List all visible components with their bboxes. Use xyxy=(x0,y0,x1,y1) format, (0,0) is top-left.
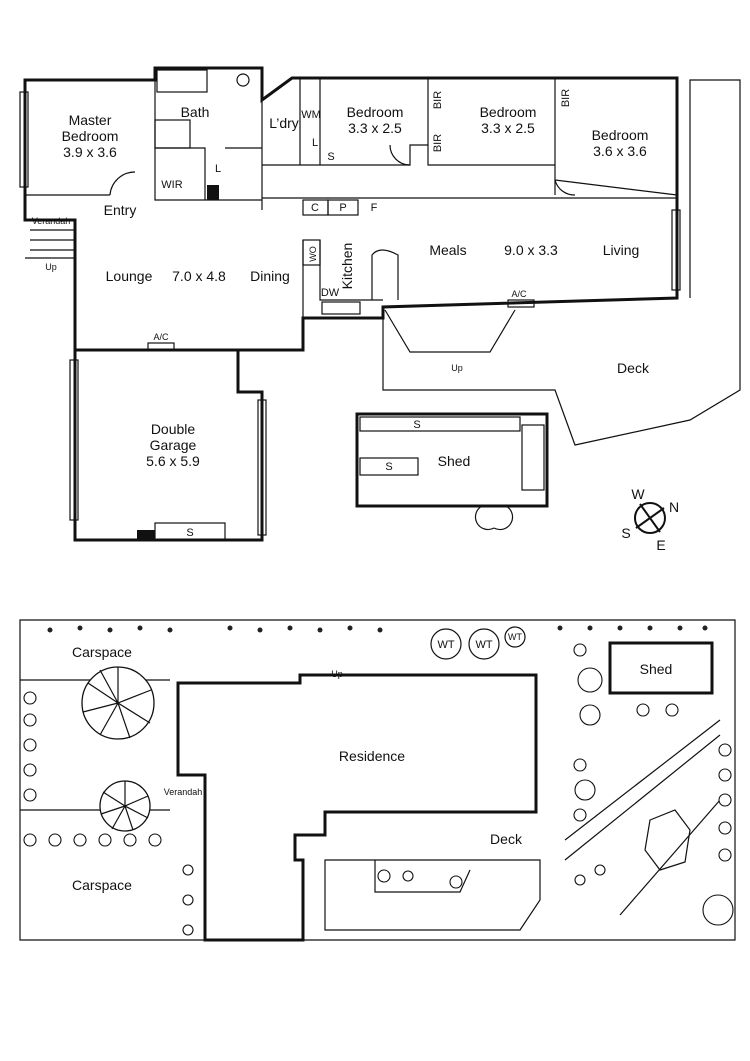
wt-label-3: WT xyxy=(508,632,522,642)
carspace-top-label: Carspace xyxy=(72,644,132,660)
compass-n: N xyxy=(669,499,679,515)
verandah-up-label: Up xyxy=(45,262,57,272)
compass-e: E xyxy=(656,537,665,553)
deck-label: Deck xyxy=(617,360,650,376)
bath-label: Bath xyxy=(181,104,210,120)
deck-steps xyxy=(384,309,516,353)
garden-path-2 xyxy=(619,799,721,916)
house-outline xyxy=(23,66,679,542)
lounge-size: 7.0 x 4.8 xyxy=(172,268,226,284)
dining-label: Dining xyxy=(250,268,290,284)
gazebo xyxy=(644,809,691,871)
ac-unit-meals xyxy=(507,299,535,308)
compass-w: W xyxy=(631,486,645,502)
shed-label: Shed xyxy=(438,453,471,469)
c-label: C xyxy=(311,202,319,214)
shrubs xyxy=(23,643,734,936)
living-window xyxy=(671,209,681,291)
linen-block xyxy=(207,185,219,200)
site-deck-inner xyxy=(374,860,471,893)
tree-large-2 xyxy=(99,780,151,832)
bedroom4-label: Bedroom xyxy=(592,127,649,143)
shed-s-label-1: S xyxy=(413,419,420,431)
wt-label-2: WT xyxy=(475,639,492,651)
verandah-label: Verandah xyxy=(32,216,71,226)
bedroom3-label: Bedroom xyxy=(480,104,537,120)
p-label: P xyxy=(339,202,346,214)
site-shed-label: Shed xyxy=(640,661,673,677)
wm-label: WM xyxy=(301,109,321,121)
master-bedroom-size: 3.9 x 3.6 xyxy=(63,144,117,160)
entry-label: Entry xyxy=(104,202,137,218)
wir-label: WIR xyxy=(161,179,182,191)
wall-oven-box xyxy=(302,239,321,266)
bedroom4-size: 3.6 x 3.6 xyxy=(593,143,647,159)
kitchen-bench xyxy=(371,249,399,300)
f-label: F xyxy=(371,202,378,214)
shower xyxy=(154,119,191,149)
site-up-label: Up xyxy=(331,669,343,679)
living-label: Living xyxy=(603,242,640,258)
garage-size: 5.6 x 5.9 xyxy=(146,453,200,469)
site-shed-outline xyxy=(608,641,714,695)
kitchen-label: Kitchen xyxy=(339,243,355,290)
master-window xyxy=(19,91,29,188)
site-verandah-label: Verandah xyxy=(164,787,203,797)
l-label-laundry: L xyxy=(312,137,318,149)
garage-block xyxy=(137,530,155,540)
tree-large-1 xyxy=(81,666,155,740)
lounge-label: Lounge xyxy=(106,268,153,284)
meals-size: 9.0 x 3.3 xyxy=(504,242,558,258)
pantry-p-box xyxy=(327,199,359,216)
laundry-label: L’dry xyxy=(269,115,299,131)
garage-side-window xyxy=(257,399,267,536)
water-tank-3 xyxy=(504,626,526,648)
wo-label: WO xyxy=(308,246,318,262)
shed-building xyxy=(355,412,549,531)
bedroom2-label: Bedroom xyxy=(347,104,404,120)
site-deck-outline xyxy=(324,859,541,931)
compass xyxy=(634,502,666,534)
site-deck-label: Deck xyxy=(490,831,523,847)
carspace-bottom-label: Carspace xyxy=(72,877,132,893)
shed-s-label-2: S xyxy=(385,461,392,473)
bir-label-2: BIR xyxy=(432,134,444,152)
hedge-dots xyxy=(47,625,708,633)
compass-s: S xyxy=(621,525,630,541)
l-label-linen: L xyxy=(215,163,221,175)
toilet xyxy=(236,73,250,87)
bedroom-door-2 xyxy=(554,179,576,196)
garage-s-label: S xyxy=(186,527,193,539)
deck-outline xyxy=(382,79,741,446)
bedroom2-size: 3.3 x 2.5 xyxy=(348,120,402,136)
garage-window xyxy=(69,359,79,521)
residence-label: Residence xyxy=(339,748,405,764)
water-tank-2 xyxy=(468,628,500,660)
ac-label-lounge: A/C xyxy=(153,332,169,342)
ac-label-meals: A/C xyxy=(511,289,527,299)
bir-label-3: BIR xyxy=(560,89,572,107)
bedroom3-size: 3.3 x 2.5 xyxy=(481,120,535,136)
water-tank-1 xyxy=(430,628,462,660)
bathtub xyxy=(156,69,208,93)
kitchen-sink xyxy=(321,301,361,315)
deck-up-label: Up xyxy=(451,363,463,373)
meals-label: Meals xyxy=(429,242,466,258)
verandah-steps xyxy=(25,219,76,259)
residence-outline xyxy=(176,673,538,942)
entry-door xyxy=(109,171,136,196)
ac-unit-lounge xyxy=(147,342,175,351)
garden-path-1 xyxy=(564,719,721,861)
s-label-laundry: S xyxy=(327,151,334,163)
wt-label-1: WT xyxy=(437,639,454,651)
dw-label: DW xyxy=(321,287,340,299)
bedroom-door-1 xyxy=(389,144,411,166)
bir-label-1: BIR xyxy=(432,91,444,109)
